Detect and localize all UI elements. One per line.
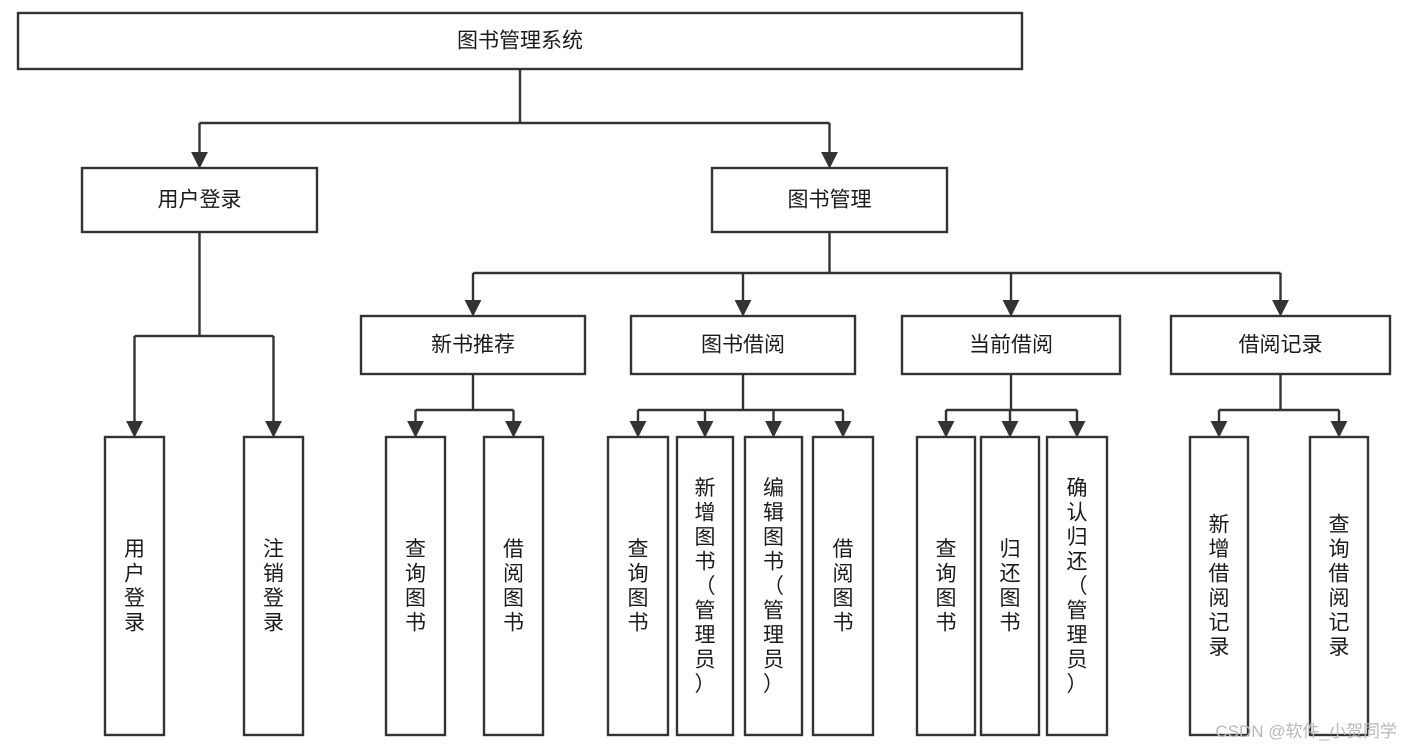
node-box-book-borrow: [629, 314, 857, 376]
node-root[interactable]: 图书管理系统: [16, 11, 1024, 71]
node-label-leaf-query-book-borrow: 查询图书: [628, 538, 649, 635]
node-box-leaf-return-book: [979, 435, 1041, 737]
node-label-leaf-query-book-recommend: 查询图书: [405, 538, 426, 635]
node-borrow-records[interactable]: 借阅记录: [1169, 314, 1392, 376]
node-label-leaf-user-login: 用户登录: [124, 538, 145, 635]
node-box-leaf-query-book-borrow: [606, 435, 670, 737]
node-label-leaf-add-borrow-record: 新增借阅记录: [1209, 514, 1230, 660]
node-box-leaf-confirm-return-admin: [1045, 435, 1109, 737]
node-box-book-management: [710, 166, 949, 234]
node-box-leaf-add-borrow-record: [1188, 435, 1250, 737]
node-label-borrow-records: 借阅记录: [1239, 334, 1323, 357]
node-book-borrow[interactable]: 图书借阅: [629, 314, 857, 376]
node-box-root: [16, 11, 1024, 71]
node-leaf-user-login[interactable]: 用户登录: [103, 435, 166, 737]
node-leaf-return-book[interactable]: 归还图书: [979, 435, 1041, 737]
node-leaf-add-borrow-record[interactable]: 新增借阅记录: [1188, 435, 1250, 737]
node-label-leaf-add-book-admin: 新增图书（管理员）: [695, 477, 716, 696]
node-box-new-book-recommend: [359, 314, 587, 376]
node-box-leaf-query-book-current: [915, 435, 977, 737]
node-leaf-borrow-book-recommend[interactable]: 借阅图书: [482, 435, 545, 737]
node-label-leaf-borrow-book: 借阅图书: [833, 538, 854, 635]
node-leaf-edit-book-admin[interactable]: 编辑图书（管理员）: [743, 435, 804, 737]
node-leaf-confirm-return-admin[interactable]: 确认归还（管理员）: [1045, 435, 1109, 737]
node-label-root: 图书管理系统: [457, 30, 583, 53]
node-box-leaf-borrow-book-recommend: [482, 435, 545, 737]
node-box-user-login: [80, 166, 319, 234]
node-leaf-query-borrow-record[interactable]: 查询借阅记录: [1308, 435, 1370, 737]
node-leaf-query-book-borrow[interactable]: 查询图书: [606, 435, 670, 737]
node-user-login[interactable]: 用户登录: [80, 166, 319, 234]
node-leaf-add-book-admin[interactable]: 新增图书（管理员）: [675, 435, 735, 737]
node-label-book-borrow: 图书借阅: [701, 334, 785, 357]
node-box-leaf-query-book-recommend: [384, 435, 447, 737]
node-box-leaf-borrow-book: [811, 435, 875, 737]
node-box-leaf-logout: [242, 435, 305, 737]
node-label-new-book-recommend: 新书推荐: [431, 334, 515, 357]
connector-edges: [126, 69, 1348, 438]
node-label-leaf-borrow-book-recommend: 借阅图书: [503, 538, 524, 635]
node-boxes: 图书管理系统用户登录图书管理新书推荐图书借阅当前借阅借阅记录用户登录注销登录查询…: [16, 11, 1392, 737]
node-label-leaf-query-borrow-record: 查询借阅记录: [1329, 514, 1350, 660]
node-box-leaf-edit-book-admin: [743, 435, 804, 737]
node-leaf-query-book-current[interactable]: 查询图书: [915, 435, 977, 737]
node-label-leaf-return-book: 归还图书: [1000, 538, 1021, 635]
node-label-leaf-query-book-current: 查询图书: [936, 538, 957, 635]
node-label-current-borrow: 当前借阅: [969, 334, 1053, 357]
node-book-management[interactable]: 图书管理: [710, 166, 949, 234]
node-box-leaf-query-borrow-record: [1308, 435, 1370, 737]
node-leaf-borrow-book[interactable]: 借阅图书: [811, 435, 875, 737]
node-label-user-login: 用户登录: [158, 189, 242, 212]
node-leaf-query-book-recommend[interactable]: 查询图书: [384, 435, 447, 737]
node-leaf-logout[interactable]: 注销登录: [242, 435, 305, 737]
node-label-leaf-edit-book-admin: 编辑图书（管理员）: [763, 477, 784, 696]
node-box-borrow-records: [1169, 314, 1392, 376]
node-box-leaf-user-login: [103, 435, 166, 737]
node-label-book-management: 图书管理: [788, 189, 872, 212]
node-box-leaf-add-book-admin: [675, 435, 735, 737]
node-label-leaf-confirm-return-admin: 确认归还（管理员）: [1067, 477, 1088, 696]
node-box-current-borrow: [900, 314, 1122, 376]
node-current-borrow[interactable]: 当前借阅: [900, 314, 1122, 376]
node-label-leaf-logout: 注销登录: [263, 538, 284, 635]
node-new-book-recommend[interactable]: 新书推荐: [359, 314, 587, 376]
